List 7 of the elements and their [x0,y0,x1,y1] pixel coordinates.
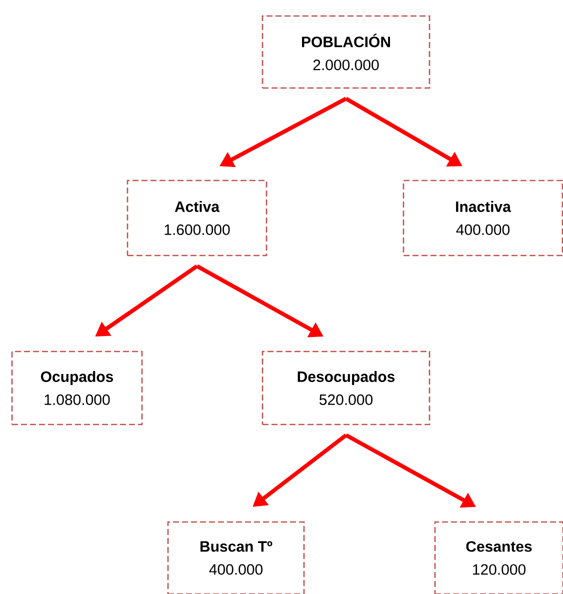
population-box: Cesantes 120.000 [434,521,563,594]
population-box: Inactiva 400.000 [402,180,563,256]
population-box: POBLACIÓN 2.000.000 [262,15,430,89]
population-box: Activa 1.600.000 [126,180,268,256]
population-box: Ocupados 1.080.000 [11,350,143,426]
population-box: Buscan Tº 400.000 [167,521,305,594]
population-box: Desocupados 520.000 [262,350,430,426]
